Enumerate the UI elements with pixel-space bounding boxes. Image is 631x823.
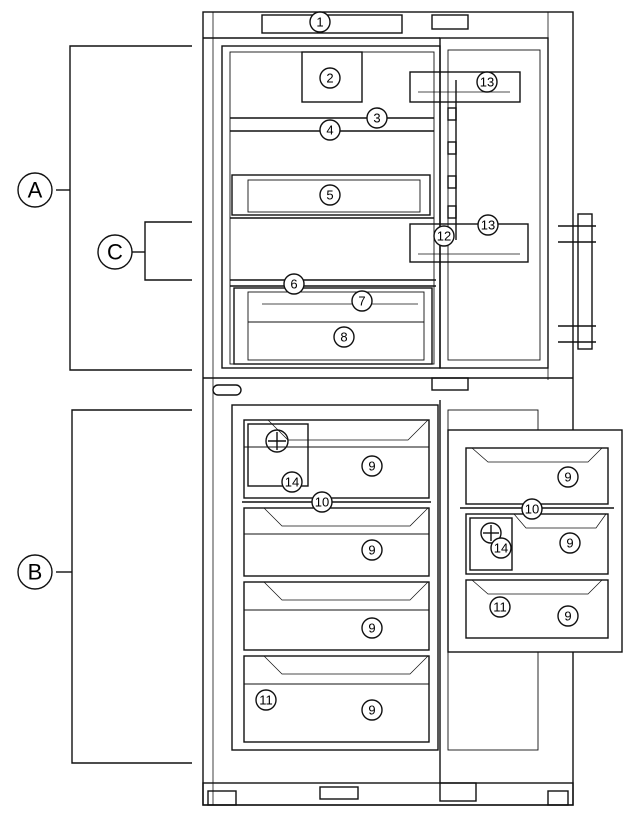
bracket-C-lines xyxy=(144,221,192,281)
callout-6: 6 xyxy=(290,277,297,292)
fridge-interior xyxy=(221,45,441,369)
callout-5: 5 xyxy=(326,188,333,203)
callout-14-drawer: 14 xyxy=(285,475,299,490)
fan-unit xyxy=(301,51,363,103)
callout-13-top: 13 xyxy=(480,75,494,90)
crisper-drawer xyxy=(233,287,433,365)
callout-9-drawer-1: 9 xyxy=(368,459,375,474)
callout-4: 4 xyxy=(326,123,333,138)
bracket-label-B: B xyxy=(28,560,43,585)
callout-13-bottom: 13 xyxy=(481,218,495,233)
ice-tray-box xyxy=(247,423,309,487)
callout-12: 12 xyxy=(437,229,451,244)
bracket-label-A: A xyxy=(28,178,43,203)
freezer-drawer-4 xyxy=(243,655,430,743)
callout-1: 1 xyxy=(316,15,323,30)
callout-7: 7 xyxy=(358,294,365,309)
bracket-label-C: C xyxy=(107,240,123,265)
callout-8: 8 xyxy=(340,330,347,345)
top-hinge xyxy=(431,14,469,30)
freezer-drawer-2 xyxy=(243,507,430,577)
callout-11-drawer: 11 xyxy=(259,693,273,708)
fridge-door-handle xyxy=(577,213,593,350)
freezer-drawer-3 xyxy=(243,581,430,651)
callout-9-inset-2: 9 xyxy=(566,536,573,551)
callout-10-inset: 10 xyxy=(525,502,539,517)
callout-9-inset-1: 9 xyxy=(564,470,571,485)
callout-3: 3 xyxy=(373,111,380,126)
bracket-A-lines xyxy=(69,45,192,371)
callout-10-drawer: 10 xyxy=(315,495,329,510)
callout-9-inset-3: 9 xyxy=(564,609,571,624)
door-rack-top xyxy=(409,71,521,103)
callout-2: 2 xyxy=(326,71,333,86)
callout-11-inset: 11 xyxy=(493,600,507,615)
freezer-detail-inset xyxy=(447,429,623,653)
callout-9-drawer-2: 9 xyxy=(368,543,375,558)
freezer-interior xyxy=(231,404,439,751)
door-rack-bottom xyxy=(409,223,529,263)
callout-9-drawer-3: 9 xyxy=(368,621,375,636)
callout-9-drawer-4: 9 xyxy=(368,703,375,718)
shelf-5 xyxy=(231,174,431,216)
cabinet-base xyxy=(202,782,574,806)
bottom-hinge xyxy=(439,782,477,802)
bracket-B-lines xyxy=(71,409,192,764)
callout-14-inset: 14 xyxy=(494,541,508,556)
middle-hinge xyxy=(431,377,469,391)
control-panel xyxy=(261,14,403,34)
divider-handle xyxy=(212,384,242,396)
freezer-drawer-1 xyxy=(243,419,430,499)
